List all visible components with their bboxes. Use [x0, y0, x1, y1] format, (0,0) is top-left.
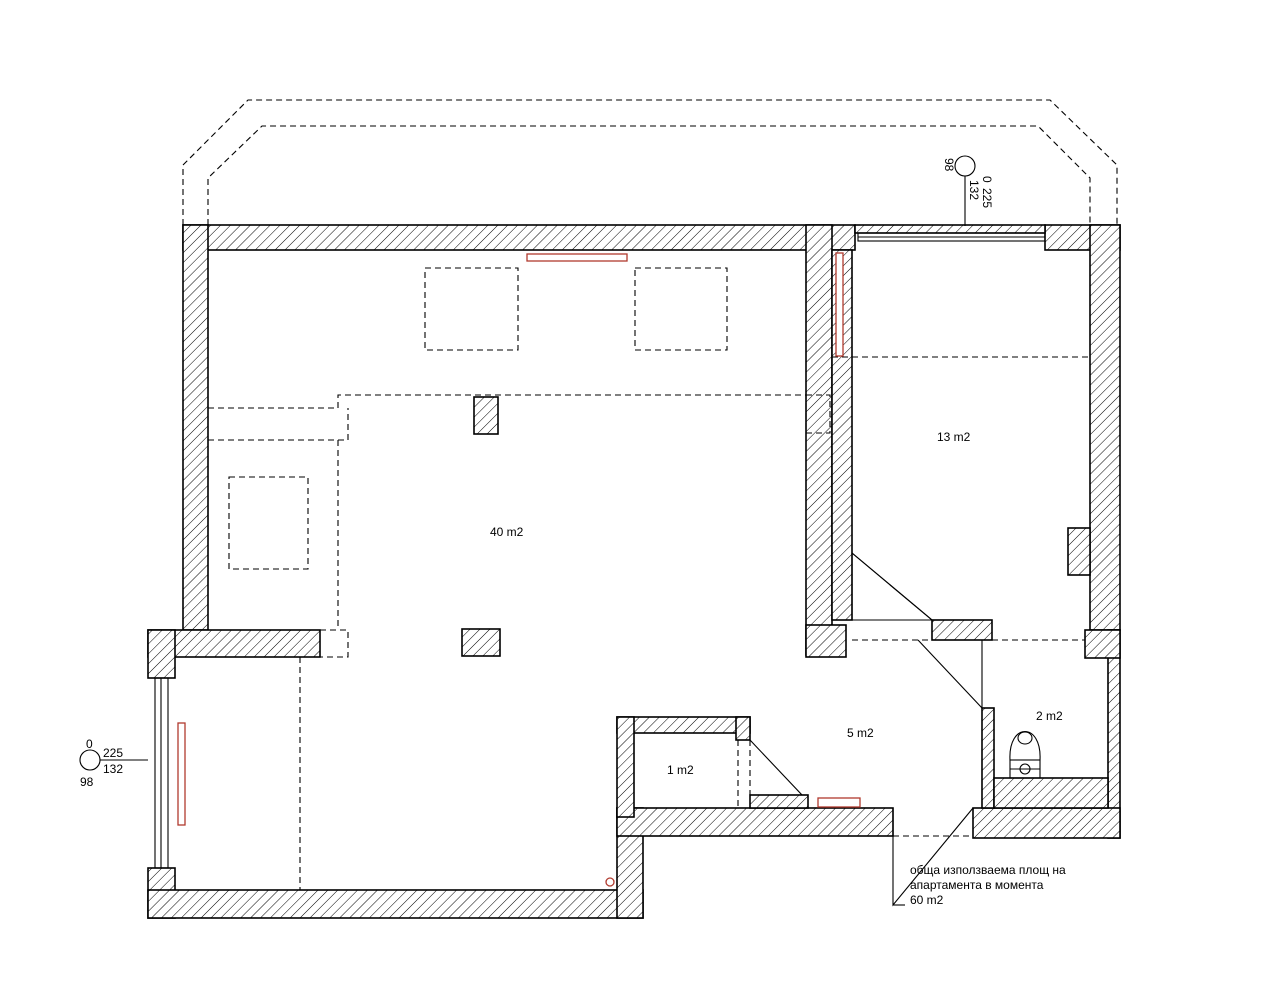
interior-walls — [461, 224, 1121, 818]
room-label-living: 40 m2 — [490, 525, 524, 539]
window-marker-top-a: 0 — [980, 176, 994, 183]
window-marker-top-c: 225 — [980, 188, 994, 208]
radiator-top — [526, 253, 628, 262]
balcony-outline — [182, 99, 1118, 225]
pipe-marker — [605, 877, 615, 887]
room-label-bedroom: 13 m2 — [937, 430, 971, 444]
window-left — [154, 677, 169, 869]
radiators — [177, 252, 861, 887]
window-marker-left-c: 132 — [103, 762, 123, 776]
area-note-line1: обща използваема площ на — [910, 863, 1066, 877]
radiator-bedroom — [835, 252, 844, 357]
area-note-line3: 60 m2 — [910, 893, 944, 907]
window-marker-top-b: 98 — [942, 158, 956, 172]
area-note: обща използваема площ на апартамента в м… — [910, 863, 1066, 907]
window-marker-left: 0 225 132 98 — [79, 737, 148, 789]
window-top — [857, 232, 1046, 242]
window-marker-left-d: 98 — [80, 775, 94, 789]
room-label-bath: 2 m2 — [1036, 709, 1063, 723]
radiator-hall — [817, 797, 861, 808]
dashed-elements — [208, 267, 1090, 890]
radiator-left — [177, 722, 186, 826]
area-note-line2: апартамента в момента — [910, 878, 1044, 892]
door-swings — [749, 551, 983, 907]
window-marker-top-d: 132 — [967, 180, 981, 200]
exterior-walls — [147, 224, 1121, 919]
window-marker-left-a: 0 — [86, 737, 93, 751]
room-label-storage: 1 m2 — [667, 763, 694, 777]
toilet-icon — [1009, 731, 1041, 779]
room-label-hall: 5 m2 — [847, 726, 874, 740]
window-marker-left-b: 225 — [103, 746, 123, 760]
window-marker-top: 0 98 225 132 — [942, 155, 994, 226]
